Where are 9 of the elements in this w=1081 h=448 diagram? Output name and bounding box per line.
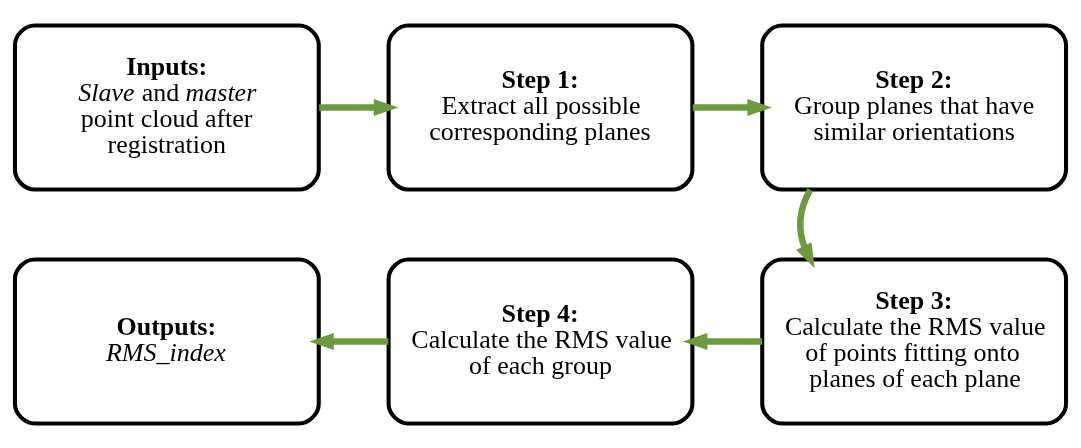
node-box: Step 1: Extract all possible corresponding planes <box>386 22 695 192</box>
node-box: Outputs: RMS_index <box>12 256 321 426</box>
arrow <box>309 332 389 350</box>
node-box: Step 3: Calculate the RMS value of points fitting onto planes of each plane <box>760 256 1069 426</box>
node-box: Inputs: Slave and master point cloud after registration <box>12 22 321 192</box>
node-box: Step 2: Group planes that have similar orientations <box>760 22 1069 192</box>
arrow <box>796 187 815 268</box>
node-box: Step 4: Calculate the RMS value of each group <box>386 256 695 426</box>
arrow <box>692 98 772 116</box>
